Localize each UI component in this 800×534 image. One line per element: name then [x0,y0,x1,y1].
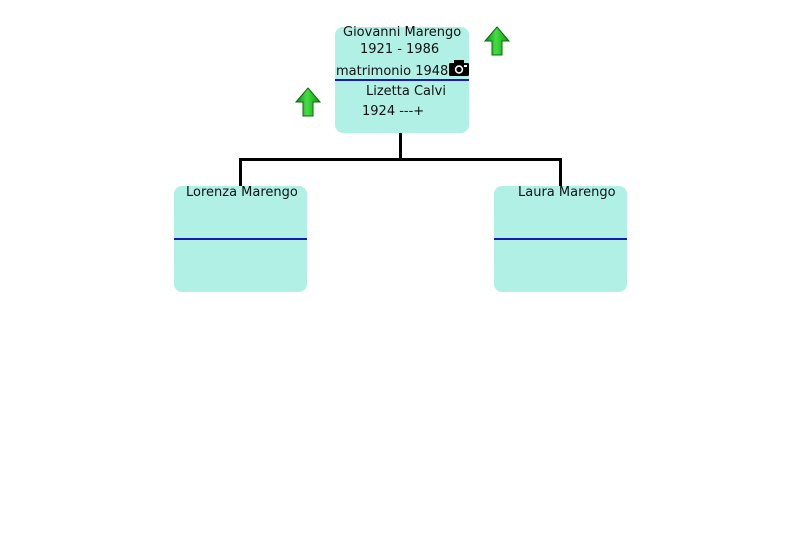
connector-child-left [239,158,242,187]
wife-parents-up-arrow-icon[interactable] [295,87,321,117]
marriage-info: matrimonio 1948 [336,64,449,79]
child-name[interactable]: Lorenza Marengo [186,185,298,200]
husband-parents-up-arrow-icon[interactable] [484,26,510,56]
wife-dates: 1924 ---+ [362,104,425,119]
connector-parent-down [399,133,402,160]
couple-separator [335,79,469,81]
wife-name[interactable]: Lizetta Calvi [366,84,446,99]
camera-icon[interactable] [448,59,470,77]
child-name[interactable]: Laura Marengo [518,185,616,200]
child-separator [494,238,627,240]
husband-dates: 1921 - 1986 [360,42,440,57]
husband-name[interactable]: Giovanni Marengo [343,25,462,40]
connector-child-right [559,158,562,187]
child-separator [174,238,307,240]
connector-horizontal [239,158,562,161]
